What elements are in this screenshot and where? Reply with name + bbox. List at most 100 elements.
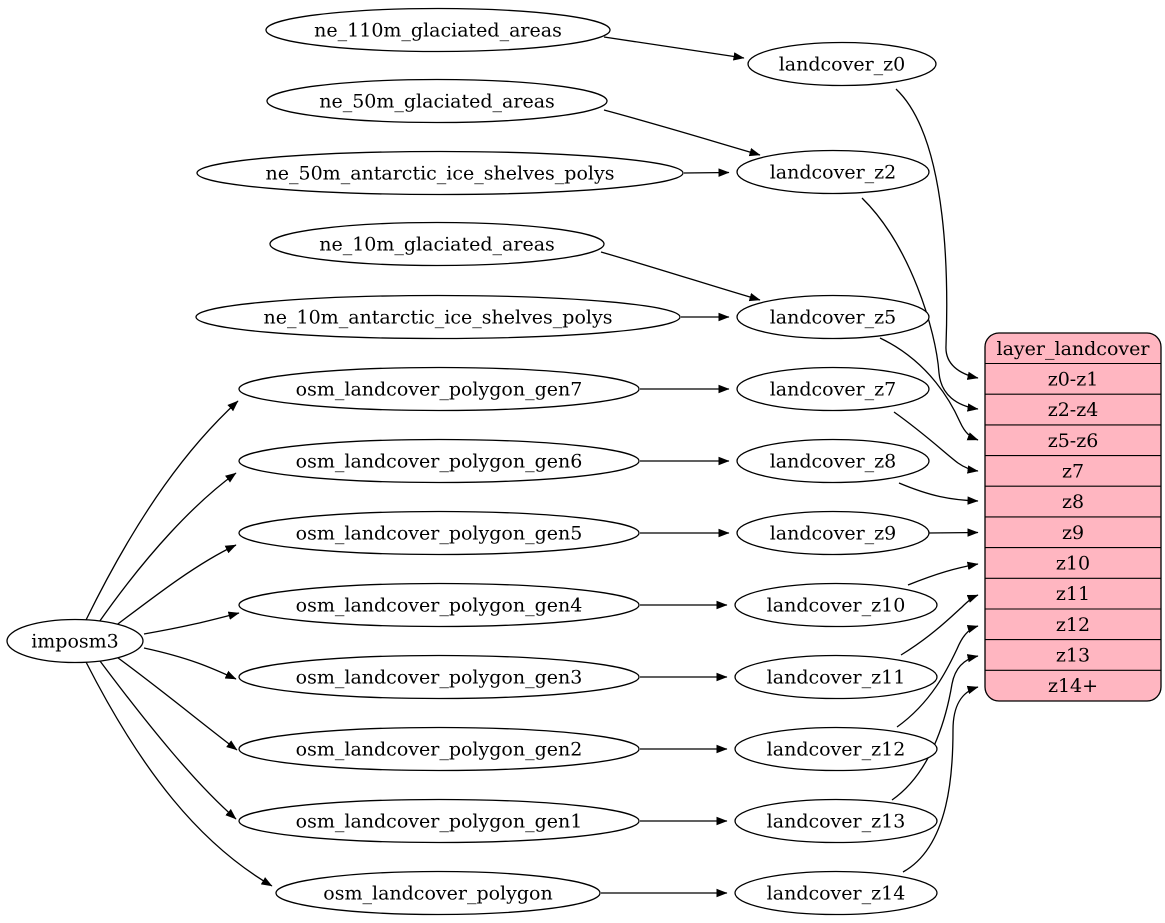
node-ne-50m-glaciated-areas: ne_50m_glaciated_areas [266,78,608,124]
table-layer-landcover: layer_landcover z0-z1 z2-z4 z5-z6 z7 z8 … [984,332,1162,702]
table-row-z14: z14+ [1048,675,1098,697]
edge-landcover-z5--row-z5-z6 [879,337,979,441]
node-shape [734,798,938,844]
table-row-z7: z7 [1062,460,1084,482]
edge-ne110m--landcover-z0 [603,36,745,61]
node-label: landcover_z9 [770,522,897,544]
node-shape [238,726,640,772]
node-label: landcover_z8 [770,450,897,472]
node-osm-landcover-polygon-gen6: osm_landcover_polygon_gen6 [238,438,640,484]
node-shape [266,78,608,124]
node-shape [238,798,640,844]
node-shape [736,438,930,484]
edge-imposm3--polygon [85,661,273,887]
node-osm-landcover-polygon: osm_landcover_polygon [275,870,601,916]
node-ne-50m-antarctic-ice-shelves-polys: ne_50m_antarctic_ice_shelves_polys [196,150,684,196]
edge-landcover-z0--row-z0-z1 [895,88,979,380]
node-landcover-z2: landcover_z2 [736,149,930,195]
edge-landcover-z12--row-z12 [896,625,979,728]
edge-landcover-z10--row-z10 [907,561,979,586]
edge-imposm3--gen7 [85,400,239,621]
edge-imposm3--gen2 [109,651,238,751]
table-row-z9: z9 [1062,522,1084,544]
node-label: ne_50m_glaciated_areas [319,90,555,112]
edge-imposm3--gen4 [143,611,240,635]
node-label: landcover_z0 [779,53,906,75]
table-row-z2-z4: z2-z4 [1048,399,1099,421]
edge-landcover-z13--row-z13 [891,654,979,801]
table-row-z13: z13 [1056,644,1090,666]
node-label: ne_10m_antarctic_ice_shelves_polys [264,306,613,328]
node-osm-landcover-polygon-gen2: osm_landcover_polygon_gen2 [238,726,640,772]
node-shape [238,654,640,700]
node-label: osm_landcover_polygon_gen2 [296,738,583,760]
node-landcover-z8: landcover_z8 [736,438,930,484]
edge-group [85,36,979,898]
node-shape [196,150,684,196]
edge-ne10m-glaciated--landcover-z5 [600,251,761,302]
node-shape [736,149,930,195]
node-osm-landcover-polygon-gen7: osm_landcover_polygon_gen7 [238,366,640,412]
node-label: osm_landcover_polygon_gen3 [296,666,583,688]
node-ne-10m-glaciated-areas: ne_10m_glaciated_areas [269,221,605,267]
node-osm-landcover-polygon-gen5: osm_landcover_polygon_gen5 [238,510,640,556]
edge-landcover-z14--row-z14 [902,685,979,873]
node-label: landcover_z12 [767,738,906,760]
table-row-z5-z6: z5-z6 [1048,430,1099,452]
node-label: landcover_z7 [770,378,897,400]
node-shape [734,870,938,916]
node-label: osm_landcover_polygon_gen6 [296,450,583,472]
node-label: osm_landcover_polygon_gen1 [296,810,583,832]
edge-landcover-z7--row-z7 [893,411,979,474]
node-landcover-z11: landcover_z11 [734,654,938,700]
node-landcover-z14: landcover_z14 [734,870,938,916]
node-landcover-z13: landcover_z13 [734,798,938,844]
node-shape [736,294,930,340]
node-imposm3-shape [6,618,144,664]
node-group: imposm3 ne_110m_glaciated_areas ne_50m_g… [6,7,938,916]
node-label: ne_10m_glaciated_areas [319,233,555,255]
node-label: osm_landcover_polygon_gen7 [296,378,583,400]
node-landcover-z0: landcover_z0 [747,41,937,87]
node-label: osm_landcover_polygon_gen4 [296,594,583,616]
node-landcover-z7: landcover_z7 [736,366,930,412]
edge-imposm3--gen1 [96,656,237,820]
node-shape [238,438,640,484]
node-label: landcover_z14 [767,882,906,904]
table-row-z12: z12 [1056,614,1090,636]
node-label: osm_landcover_polygon_gen5 [296,522,583,544]
node-shape [269,221,605,267]
node-shape [238,510,640,556]
node-shape [747,41,937,87]
node-shape [736,510,930,556]
node-imposm3: imposm3 [6,618,144,664]
node-ne-10m-antarctic-ice-shelves-polys: ne_10m_antarctic_ice_shelves_polys [195,294,681,340]
edge-landcover-z9--row-z9 [928,528,979,537]
node-landcover-z12: landcover_z12 [734,726,938,772]
node-imposm3-label: imposm3 [31,630,119,652]
node-label: landcover_z11 [767,666,906,688]
edge-landcover-z11--row-z11 [900,594,979,656]
table-row-z11: z11 [1056,583,1090,605]
node-label: landcover_z2 [770,161,897,183]
edge-landcover-z2--row-z2-z4 [861,197,979,412]
node-osm-landcover-polygon-gen4: osm_landcover_polygon_gen4 [238,582,640,628]
node-shape [734,654,938,700]
table-row-z8: z8 [1062,491,1084,513]
node-landcover-z10: landcover_z10 [734,582,938,628]
table-row-z0-z1: z0-z1 [1048,368,1099,390]
edge-imposm3--gen3 [143,647,237,680]
node-landcover-z9: landcover_z9 [736,510,930,556]
node-shape [238,582,640,628]
node-osm-landcover-polygon-gen1: osm_landcover_polygon_gen1 [238,798,640,844]
node-shape [195,294,681,340]
table-row-z10: z10 [1056,552,1090,574]
edge-landcover-z8--row-z8 [898,482,979,505]
node-shape [238,366,640,412]
node-shape [736,366,930,412]
edge-ne50m-antarctic--landcover-z2 [683,168,730,177]
node-osm-landcover-polygon-gen3: osm_landcover_polygon_gen3 [238,654,640,700]
node-ne-110m-glaciated-areas: ne_110m_glaciated_areas [265,7,611,53]
